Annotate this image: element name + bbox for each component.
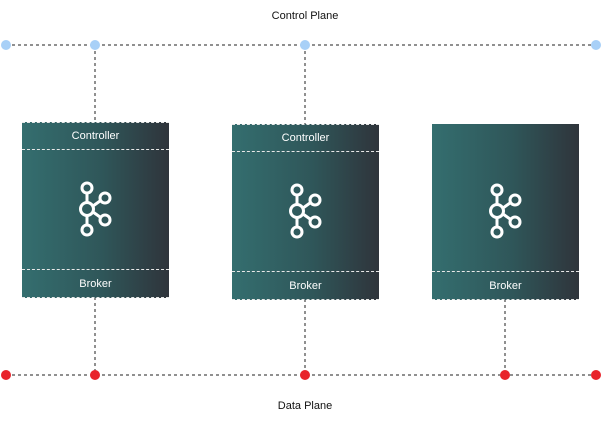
kafka-logo-icon [79,181,112,237]
data-junction-3 [500,370,510,380]
node-top-border [232,124,379,125]
node-top-border [22,122,169,123]
data-junction-1 [90,370,100,380]
data-junction-2 [300,370,310,380]
broker-divider [432,271,579,272]
broker-node-1: Controller Broker [22,122,169,298]
control-plane-label: Control Plane [271,10,339,22]
control-junction-1 [90,40,100,50]
kafka-logo-icon [489,183,522,239]
broker-label: Broker [289,280,322,292]
broker-node-3: Broker [432,124,579,300]
controller-divider [232,151,379,152]
controller-label: Controller [281,132,330,144]
broker-label: Broker [489,280,522,292]
data-endpoint-right [591,370,601,380]
control-endpoint-right [591,40,601,50]
broker-node-2: Controller Broker [232,124,379,300]
control-junction-2 [300,40,310,50]
data-plane-label: Data Plane [277,400,333,412]
broker-divider [232,271,379,272]
broker-label: Broker [79,278,112,290]
node-bottom-border [432,299,579,300]
node-bottom-border [22,297,169,298]
control-endpoint-left [1,40,11,50]
controller-divider [22,149,169,150]
broker-divider [22,269,169,270]
data-endpoint-left [1,370,11,380]
kafka-logo-icon [289,183,322,239]
node-bottom-border [232,299,379,300]
controller-label: Controller [71,130,120,142]
